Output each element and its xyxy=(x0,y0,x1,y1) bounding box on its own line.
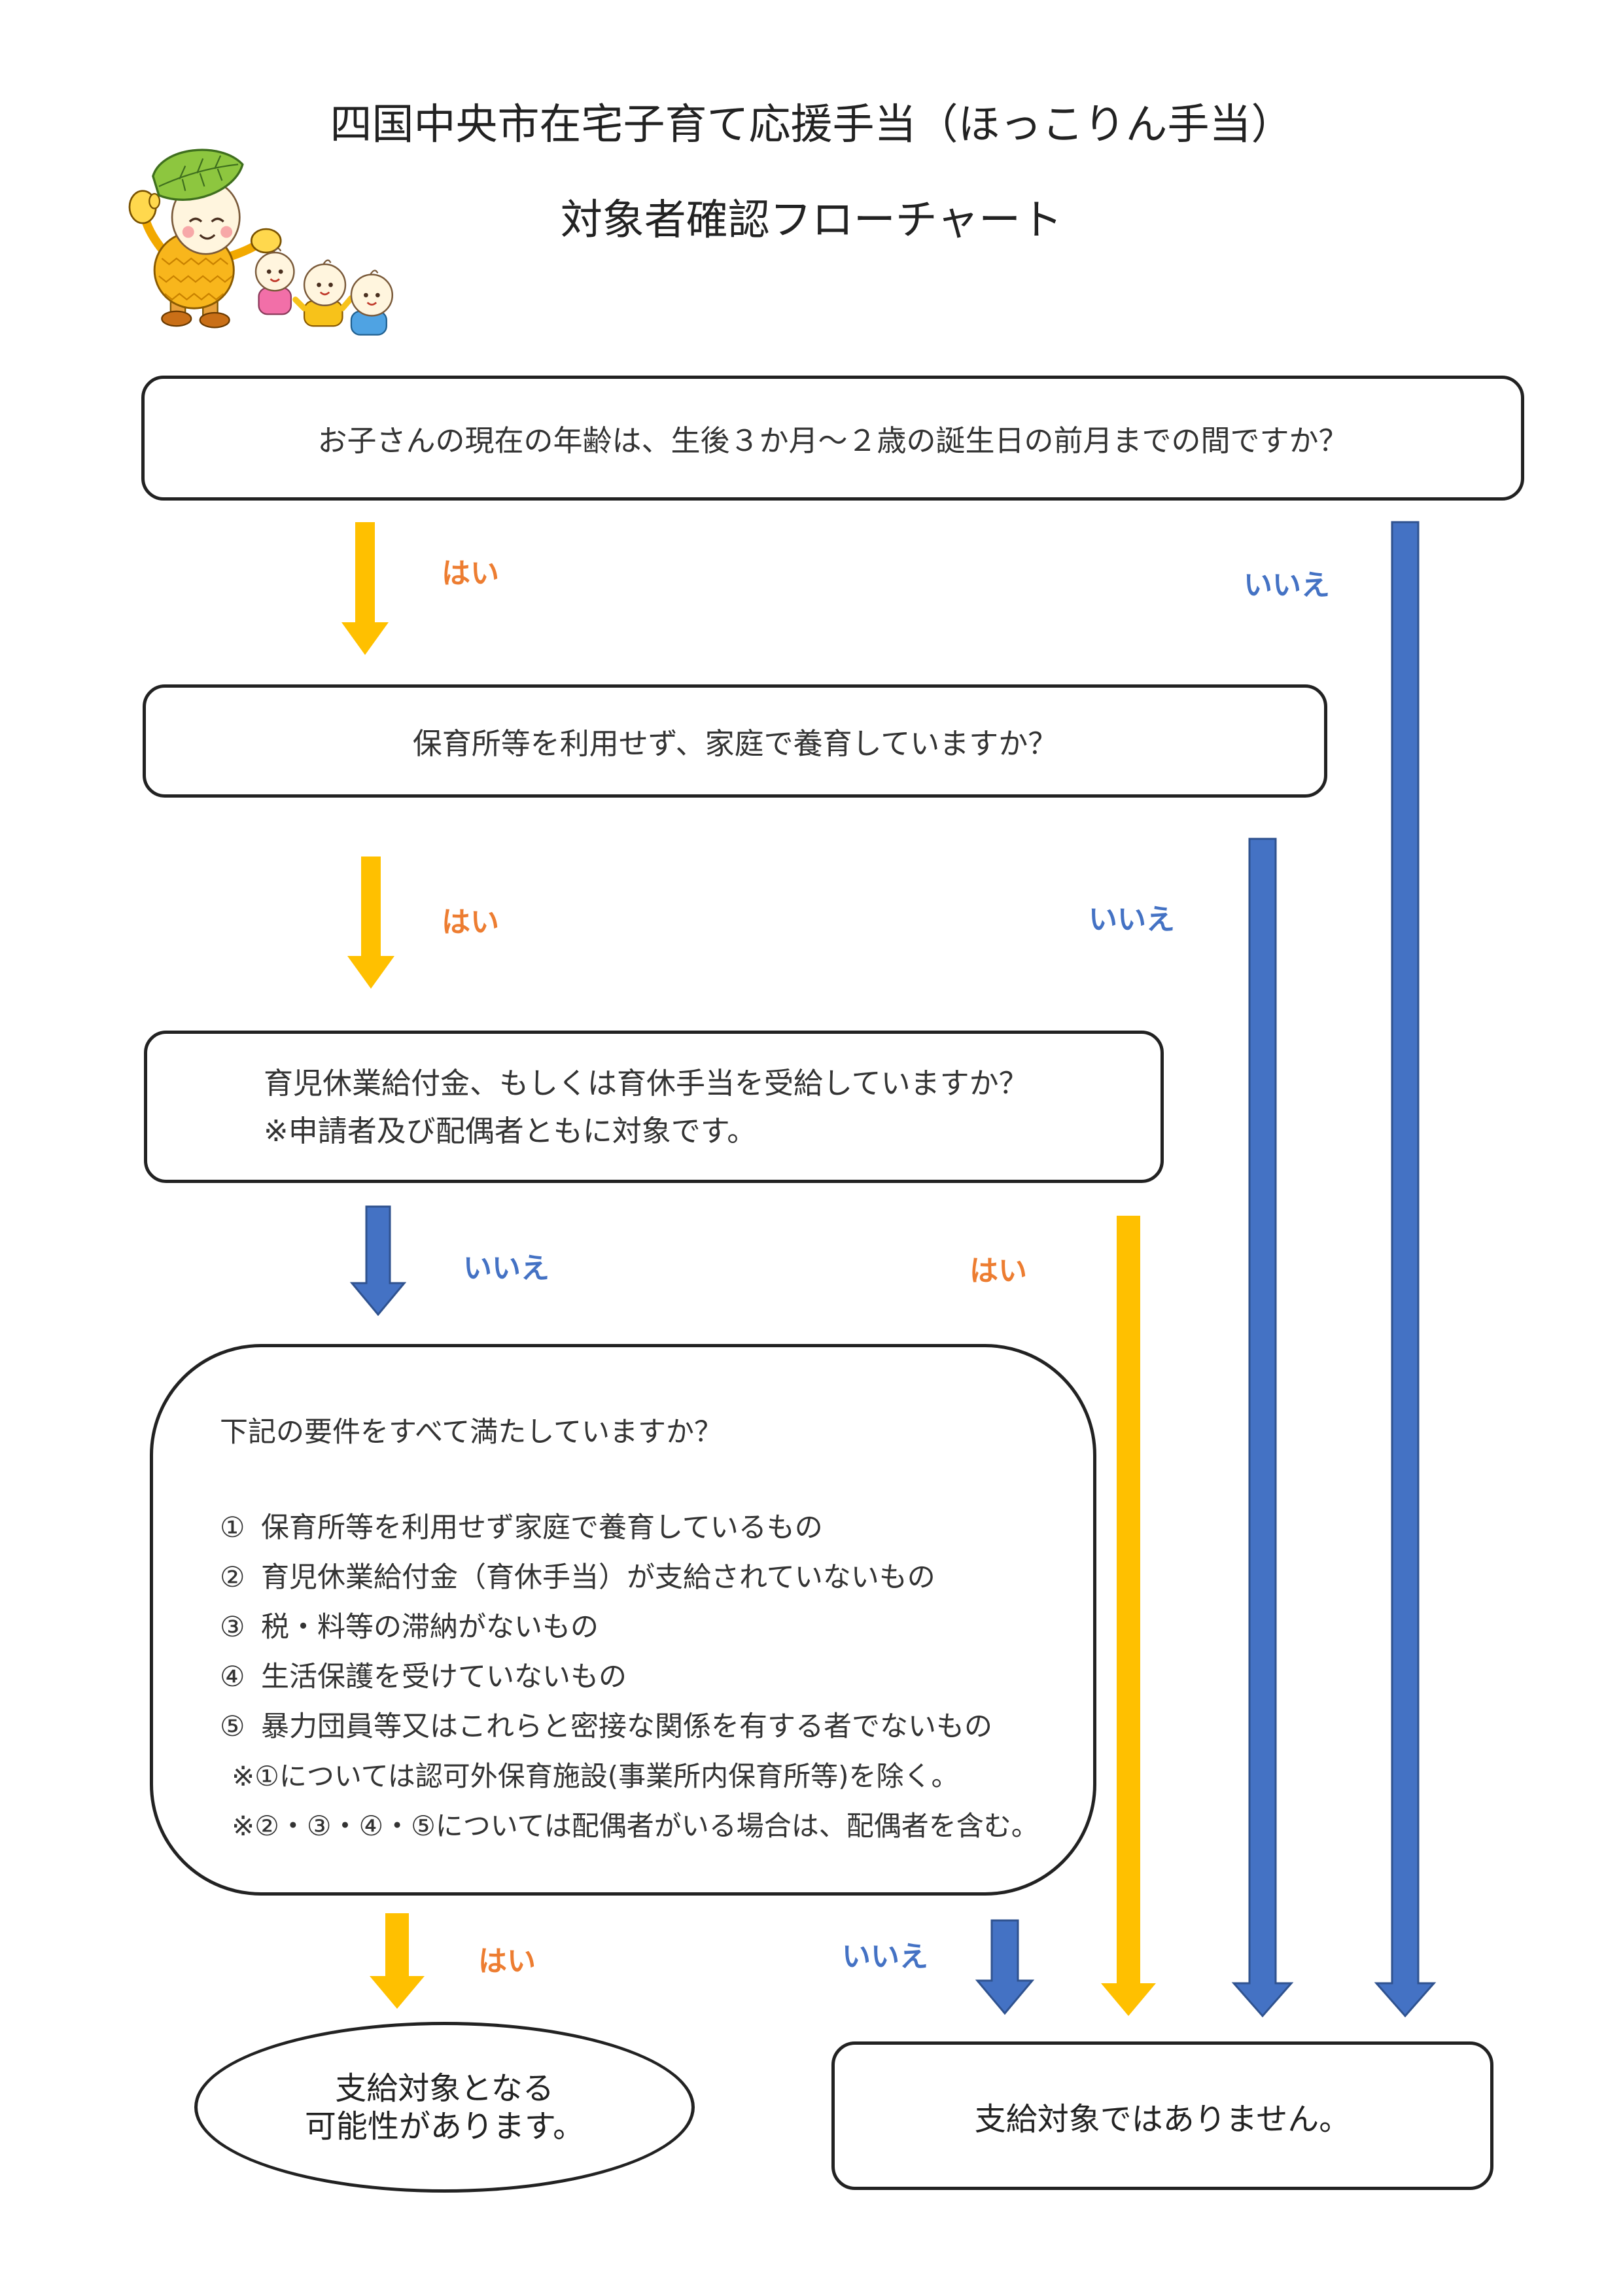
no-arrow-home-care xyxy=(1231,838,1294,2018)
no-label-childcare-leave: いいえ xyxy=(463,1252,550,1285)
child-pink-head xyxy=(254,251,295,292)
yes-arrow-childcare-leave xyxy=(1101,1216,1156,2016)
no-arrow-requirements xyxy=(975,1919,1035,2015)
mascot-shoe-left xyxy=(161,310,192,327)
child-figure-pink xyxy=(254,247,295,315)
question-text-age: お子さんの現在の年齢は、生後３か月～２歳の誕生日の前月までの間ですか？ xyxy=(317,423,1348,458)
result-not-eligible-box: 支給対象ではありません。 xyxy=(831,2041,1493,2190)
mascot-cheek-right xyxy=(220,226,233,238)
no-arrow-age xyxy=(1374,521,1437,2018)
question-box-age: お子さんの現在の年齢は、生後３か月～２歳の誕生日の前月までの間ですか？ xyxy=(141,376,1524,501)
question-text-home-care: 保育所等を利用せず、家庭で養育していますか？ xyxy=(412,726,1058,761)
mascot-leaf-veins xyxy=(158,155,239,191)
requirement-text: 税・料等の滞納がないもの xyxy=(261,1611,599,1644)
requirements-list: ① 保育所等を利用せず家庭で養育しているもの ② 育児休業給付金（育休手当）が支… xyxy=(220,1503,1093,1851)
requirement-text: 生活保護を受けていないもの xyxy=(261,1661,627,1693)
question-box-home-care: 保育所等を利用せず、家庭で養育していますか？ xyxy=(143,684,1327,798)
mascot-mouth xyxy=(199,234,216,240)
question-text-requirements: 下記の要件をすべて満たしていますか？ xyxy=(220,1416,722,1449)
child-yellow-hair xyxy=(323,259,332,265)
child-figure-yellow xyxy=(292,259,355,327)
child-blue-hair xyxy=(370,270,379,275)
child-yellow-arms xyxy=(292,295,355,311)
no-label-home-care: いいえ xyxy=(1089,903,1175,936)
yes-arrow-age xyxy=(341,522,389,655)
mascot-leaf-hat xyxy=(152,149,244,201)
child-yellow-eye-left xyxy=(317,282,321,287)
mascot-thumb-left xyxy=(148,193,161,209)
requirement-number: ④ xyxy=(220,1661,245,1693)
yes-label-age: はい xyxy=(442,557,499,590)
question-box-requirements: 下記の要件をすべて満たしていますか？ ① 保育所等を利用せず家庭で養育しているも… xyxy=(150,1344,1096,1896)
requirement-item: ① 保育所等を利用せず家庭で養育しているもの xyxy=(220,1503,1093,1553)
mascot-eyes xyxy=(188,217,224,223)
requirement-text: 育児休業給付金（育休手当）が支給されていないもの xyxy=(261,1561,935,1594)
page-title: 四国中央市在宅子育て応援手当（ほっこりん手当） xyxy=(330,101,1293,149)
requirement-text: 保育所等を利用せず家庭で養育しているもの xyxy=(261,1511,823,1544)
child-pink-body xyxy=(258,287,292,315)
mascot-shoe-right xyxy=(199,311,230,328)
requirement-number: ③ xyxy=(220,1611,245,1644)
no-label-requirements: いいえ xyxy=(842,1940,928,1973)
child-pink-eye-right xyxy=(278,269,283,274)
requirement-text: 暴力団員等又はこれらと密接な関係を有する者でないもの xyxy=(261,1710,992,1743)
requirement-item: ② 育児休業給付金（育休手当）が支給されていないもの xyxy=(220,1553,1093,1602)
mascot-glove-right xyxy=(250,228,282,254)
yes-label-requirements: はい xyxy=(478,1945,536,1978)
result-eligible-ellipse: 支給対象となる 可能性があります。 xyxy=(194,2022,695,2193)
child-blue-eye-right xyxy=(375,292,380,298)
requirement-number: ⑤ xyxy=(220,1710,245,1743)
yes-arrow-home-care xyxy=(347,857,394,989)
child-blue-eye-left xyxy=(364,292,368,298)
mascot-cheek-left xyxy=(182,226,194,238)
no-label-age: いいえ xyxy=(1244,569,1330,602)
mascot-main-character xyxy=(128,149,282,328)
requirement-note: ※①については認可外保育施設(事業所内保育所等)を除く。 xyxy=(232,1760,959,1792)
yes-label-home-care: はい xyxy=(442,906,499,939)
question-box-childcare-leave: 育児休業給付金、もしくは育休手当を受給していますか？ ※申請者及び配偶者ともに対… xyxy=(144,1031,1164,1183)
yes-label-childcare-leave: はい xyxy=(969,1254,1027,1288)
child-yellow-eye-right xyxy=(328,282,333,287)
result-eligible-line1: 支給対象となる xyxy=(335,2070,554,2107)
requirement-number: ② xyxy=(220,1561,245,1594)
result-eligible-line2: 可能性があります。 xyxy=(304,2108,585,2145)
page-subtitle: 対象者確認フローチャート xyxy=(560,196,1063,245)
child-pink-hair xyxy=(272,247,282,253)
result-not-eligible-text: 支給対象ではありません。 xyxy=(974,2100,1351,2138)
child-yellow-head xyxy=(303,263,347,307)
requirement-note: ※②・③・④・⑤については配偶者がいる場合は、配偶者を含む。 xyxy=(232,1810,1039,1842)
requirement-item: ③ 税・料等の滞納がないもの xyxy=(220,1602,1093,1652)
child-figure-blue xyxy=(350,270,394,336)
no-arrow-childcare-leave xyxy=(349,1205,407,1316)
child-blue-head xyxy=(350,274,394,317)
yes-arrow-requirements xyxy=(370,1913,425,2009)
requirement-item: ⑤ 暴力団員等又はこれらと密接な関係を有する者でないもの xyxy=(220,1702,1093,1752)
mascot-illustration xyxy=(128,149,394,336)
requirement-item: ④ 生活保護を受けていないもの xyxy=(220,1652,1093,1702)
child-yellow-mouth xyxy=(319,291,330,296)
question-note-childcare-leave: ※申請者及び配偶者ともに対象です。 xyxy=(264,1113,757,1148)
child-pink-mouth xyxy=(270,278,280,283)
child-pink-eye-left xyxy=(266,269,271,274)
question-text-childcare-leave: 育児休業給付金、もしくは育休手当を受給していますか？ xyxy=(264,1065,1028,1101)
mascot-body-pattern xyxy=(158,257,233,301)
child-blue-mouth xyxy=(366,302,377,306)
requirement-number: ① xyxy=(220,1511,245,1544)
